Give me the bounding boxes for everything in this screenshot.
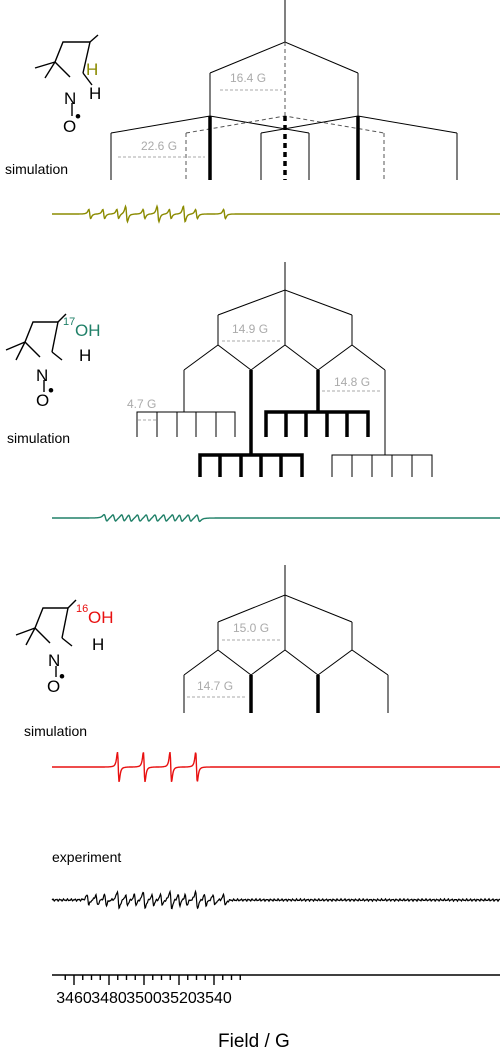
x-tick-label: 3480 bbox=[91, 990, 127, 1007]
nitrogen-atom: N bbox=[48, 651, 60, 670]
simulation-label-2: simulation bbox=[7, 430, 70, 446]
oxygen-atom: O bbox=[36, 391, 49, 410]
hyperfine-spacing-label: 15.0 G bbox=[233, 621, 269, 635]
hyperfine-spacing-label: 16.4 G bbox=[230, 71, 266, 85]
hyperfine-spacing-label: 14.7 G bbox=[197, 679, 233, 693]
radical-dot: • bbox=[48, 381, 54, 400]
ring-hydrogen: H bbox=[79, 346, 91, 365]
molecule-2-h-pyrrolidinyl-nitroxide: N O • H H bbox=[34, 34, 101, 136]
spectrum-panel-2 bbox=[52, 513, 500, 523]
stick-diagram-panel-1 bbox=[110, 0, 458, 180]
nitrogen-atom: N bbox=[64, 89, 76, 108]
ring-hydrogen: H bbox=[92, 635, 104, 654]
spacing-arrows-panel-2 bbox=[138, 340, 380, 421]
nitrogen-atom: N bbox=[36, 366, 48, 385]
substituent-hydrogen: H bbox=[86, 60, 98, 79]
oxygen-atom: O bbox=[63, 117, 76, 136]
hydroxyl-group: OH bbox=[75, 321, 101, 340]
spacing-arrows-panel-3 bbox=[187, 639, 282, 698]
radical-dot: • bbox=[75, 107, 81, 126]
x-axis-title: Field / G bbox=[218, 1031, 290, 1052]
ring-hydrogen: H bbox=[89, 84, 101, 103]
x-tick-label: 3460 bbox=[56, 990, 92, 1007]
hyperfine-spacing-label: 14.8 G bbox=[334, 375, 370, 389]
oxygen-atom: O bbox=[47, 677, 60, 696]
simulation-label-3: simulation bbox=[24, 723, 87, 739]
x-tick-label: 3540 bbox=[196, 990, 232, 1007]
simulation-label-1: simulation bbox=[5, 161, 68, 177]
spectrum-panel-1 bbox=[52, 204, 500, 224]
experiment-label: experiment bbox=[52, 849, 121, 865]
stick-diagram-panel-2 bbox=[136, 262, 433, 477]
spectrum-experiment bbox=[51, 889, 500, 910]
isotope-label: 16 bbox=[76, 603, 88, 615]
spacing-arrows-panel-1 bbox=[118, 89, 282, 158]
molecule-2-16oh-pyrrolidinyl-nitroxide: N O • H 16 OH bbox=[15, 599, 114, 696]
hyperfine-spacing-label: 22.6 G bbox=[141, 139, 177, 153]
x-tick-label: 3520 bbox=[161, 990, 197, 1007]
isotope-label: 17 bbox=[63, 316, 75, 328]
hyperfine-spacing-label: 4.7 G bbox=[127, 397, 156, 411]
stick-diagram-panel-3 bbox=[183, 565, 389, 713]
spectrum-panel-3 bbox=[52, 751, 500, 783]
hydroxyl-group: OH bbox=[88, 608, 114, 627]
hyperfine-spacing-label: 14.9 G bbox=[232, 322, 268, 336]
molecule-2-17oh-pyrrolidinyl-nitroxide: N O • H 17 OH bbox=[5, 313, 101, 410]
radical-dot: • bbox=[59, 667, 65, 686]
x-tick-label: 3500 bbox=[126, 990, 162, 1007]
